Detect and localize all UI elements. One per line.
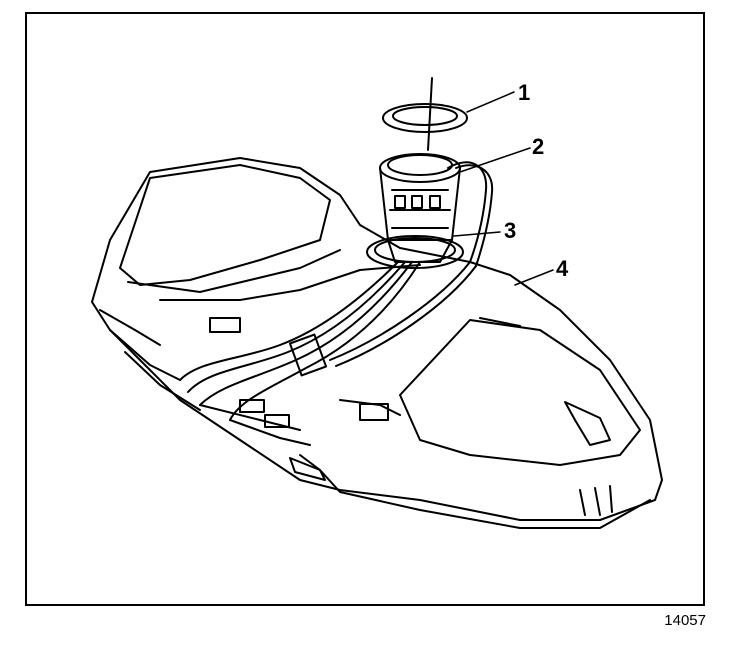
corrugated-hose <box>329 161 494 367</box>
leader-lines <box>453 91 554 286</box>
callout-4: 4 <box>556 256 569 281</box>
callout-2: 2 <box>532 134 545 159</box>
fuel-lines <box>179 261 421 481</box>
diagram-frame <box>25 12 705 606</box>
leader-line-4 <box>514 269 554 286</box>
lock-ring <box>382 77 468 151</box>
leader-line-3 <box>453 231 501 237</box>
callout-3: 3 <box>504 218 517 243</box>
fuel-tank <box>91 157 663 529</box>
fuel-pump-module <box>379 153 461 263</box>
callout-1: 1 <box>518 80 531 105</box>
leader-line-2 <box>459 147 531 173</box>
figure-number: 14057 <box>664 612 706 629</box>
leader-line-1 <box>466 91 515 113</box>
